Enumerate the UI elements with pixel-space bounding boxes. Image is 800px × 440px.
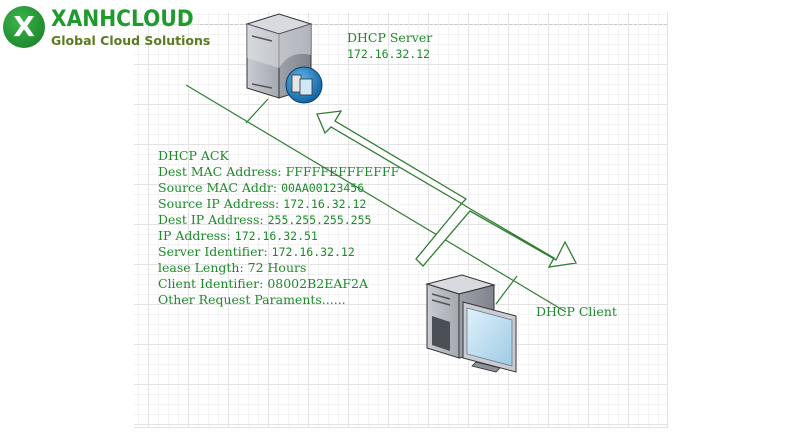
computer-badge-icon [285, 66, 323, 104]
logo-title: XANHCLOUD [51, 7, 194, 32]
client-name: DHCP Client [536, 304, 617, 319]
server-ip: 172.16.32.12 [347, 47, 431, 61]
packet-field: Other Request Paraments...... [158, 292, 346, 307]
packet-field: Dest MAC Address: FFFFFEFFFEFFF [158, 164, 400, 179]
server-name: DHCP Server [347, 30, 433, 45]
packet-field: Dest IP Address: 255.255.255.255 [158, 212, 372, 227]
server-connector [245, 98, 269, 124]
server-icon [245, 13, 323, 104]
packet-field: Server Identifier: 172.16.32.12 [158, 244, 355, 259]
network-line [185, 84, 567, 313]
desktop-computer-icon [425, 274, 517, 373]
bidirectional-arrow-icon [316, 110, 578, 268]
packet-field: Source MAC Addr: 00AA00123456 [158, 180, 365, 195]
dashed-divider [200, 24, 667, 25]
client-connector [495, 275, 518, 305]
packet-field: Client Identifier: 08002B2EAF2A [158, 276, 369, 291]
packet-field: IP Address: 172.16.32.51 [158, 228, 318, 243]
grid-background [134, 12, 668, 428]
dhcp-ack-packet: DHCP ACK Dest MAC Address: FFFFFEFFFEFFF… [158, 148, 399, 308]
packet-field: Source IP Address: 172.16.32.12 [158, 196, 367, 211]
packet-field: lease Length: 72 Hours [158, 260, 307, 275]
brand-logo: X XANHCLOUD Global Cloud Solutions [3, 4, 223, 50]
packet-title: DHCP ACK [158, 148, 229, 163]
server-info: DHCP Server 172.16.32.12 [347, 30, 432, 62]
x-badge-icon: X [3, 6, 45, 48]
logo-subtitle: Global Cloud Solutions [51, 33, 211, 48]
